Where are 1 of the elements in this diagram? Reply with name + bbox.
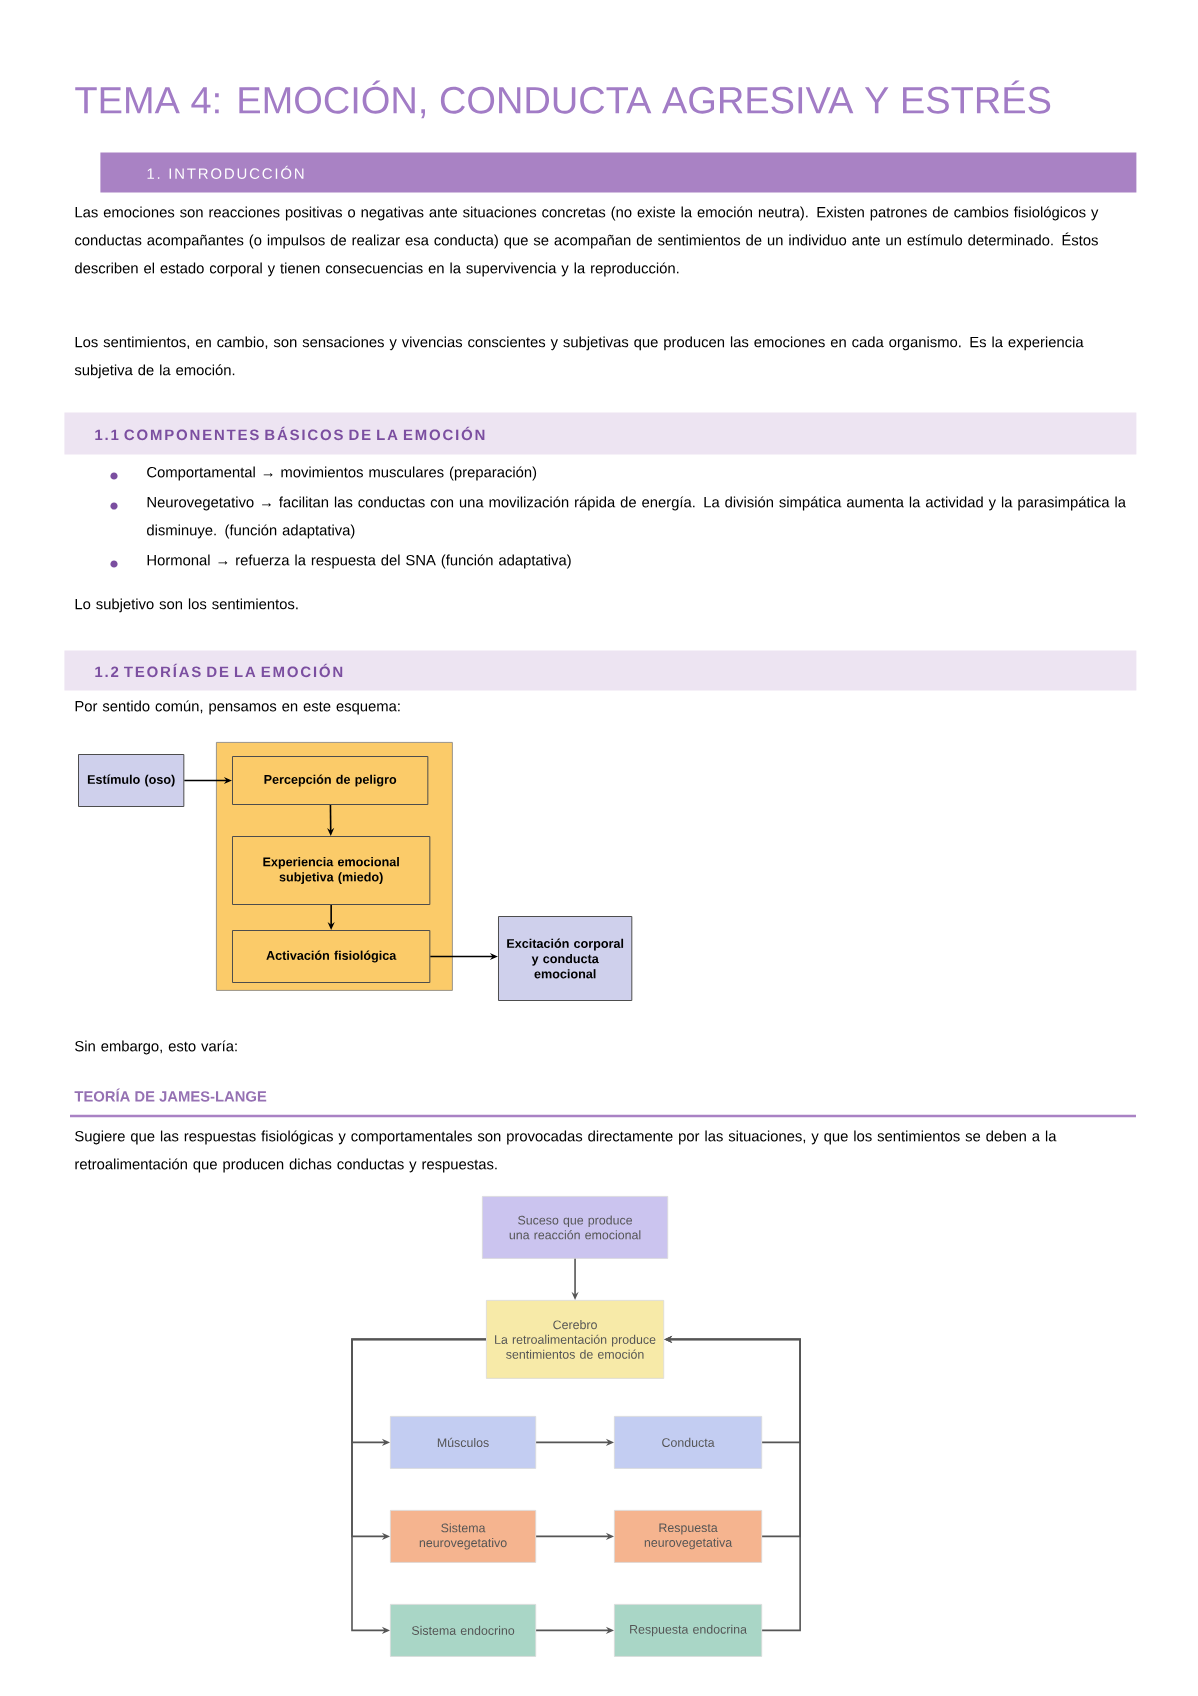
page-title: TEMA 4: EMOCIÓN, CONDUCTA AGRESIVA Y ESTRÉS: [75, 80, 1051, 119]
